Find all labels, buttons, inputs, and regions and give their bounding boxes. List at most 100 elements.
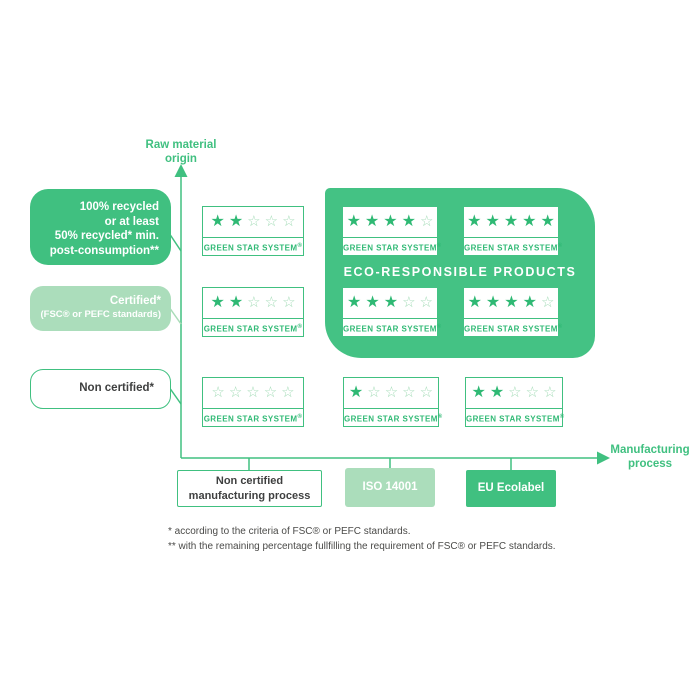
badge-label: GREEN STAR SYSTEM® <box>343 318 441 336</box>
star-empty-icon: ☆ <box>281 384 295 401</box>
star-filled-icon: ★ <box>383 294 399 311</box>
footnote-1: * according to the criteria of FSC® or P… <box>168 526 411 537</box>
star-filled-icon: ★ <box>522 213 537 230</box>
col-label-text: ISO 14001 <box>362 481 418 493</box>
row2-connector-line <box>168 306 182 325</box>
star-filled-icon: ★ <box>467 294 482 311</box>
star-rating: ★★☆☆☆ <box>203 288 303 318</box>
y-axis-label-line1: Raw material <box>145 139 217 151</box>
star-empty-icon: ☆ <box>282 294 296 311</box>
star-rating: ★☆☆☆☆ <box>344 378 438 408</box>
row-label-non-certified-text: Non certified* <box>79 382 154 394</box>
star-filled-icon: ★ <box>485 294 501 311</box>
star-filled-icon: ★ <box>347 294 362 311</box>
star-filled-icon: ★ <box>489 384 505 401</box>
star-filled-icon: ★ <box>346 213 361 230</box>
row-label-recycled-line2: or at least <box>104 215 159 228</box>
badge-r1c1: ★★☆☆☆ GREEN STAR SYSTEM® <box>202 206 304 256</box>
col-label-non-certified-mfg: Non certified manufacturing process <box>177 470 322 507</box>
badge-label: GREEN STAR SYSTEM® <box>344 408 442 426</box>
star-filled-icon: ★ <box>504 294 519 311</box>
badge-r1c2: ★★★★☆ GREEN STAR SYSTEM® <box>343 207 441 255</box>
y-axis-label: Raw material origin <box>111 138 251 166</box>
star-filled-icon: ★ <box>228 213 244 230</box>
star-empty-icon: ☆ <box>419 294 433 311</box>
footnotes: * according to the criteria of FSC® or P… <box>168 525 556 554</box>
star-empty-icon: ☆ <box>402 384 416 401</box>
col-label-text: EU Ecolabel <box>477 482 545 494</box>
col-label-eu-ecolabel: EU Ecolabel <box>466 470 556 507</box>
x-axis-arrow-icon <box>597 451 610 465</box>
eco-responsible-panel-title: ECO-RESPONSIBLE PRODUCTS <box>343 265 577 279</box>
star-empty-icon: ☆ <box>247 294 261 311</box>
badge-label: GREEN STAR SYSTEM® <box>343 237 441 255</box>
badge-label: GREEN STAR SYSTEM® <box>466 408 564 426</box>
star-empty-icon: ☆ <box>282 213 296 230</box>
x-axis-label: Manufacturing process <box>605 443 695 471</box>
badge-r3c3: ★★☆☆☆ GREEN STAR SYSTEM® <box>465 377 564 427</box>
star-empty-icon: ☆ <box>263 384 278 401</box>
badge-label: GREEN STAR SYSTEM® <box>464 237 562 255</box>
star-rating: ★★★☆☆ <box>343 288 437 318</box>
row-label-recycled-line3: 50% recycled* min. <box>54 230 159 242</box>
row-label-non-certified: Non certified* <box>30 369 171 409</box>
badge-r3c1: ☆☆☆☆☆ GREEN STAR SYSTEM® <box>202 377 304 427</box>
star-filled-icon: ★ <box>401 213 416 230</box>
star-empty-icon: ☆ <box>367 384 381 401</box>
badge-r2c2: ★★★☆☆ GREEN STAR SYSTEM® <box>343 288 441 336</box>
col-label-line1: Non certified <box>215 475 284 487</box>
badge-label: GREEN STAR SYSTEM® <box>203 318 303 336</box>
star-filled-icon: ★ <box>485 213 500 230</box>
star-empty-icon: ☆ <box>419 384 434 401</box>
star-filled-icon: ★ <box>471 384 486 401</box>
star-rating: ★★☆☆☆ <box>203 207 303 237</box>
star-empty-icon: ☆ <box>543 384 557 401</box>
row-label-certified-line2: (FSC® or PEFC standards) <box>40 309 162 320</box>
row3-connector-line <box>168 386 182 405</box>
star-empty-icon: ☆ <box>228 384 243 401</box>
badge-label: GREEN STAR SYSTEM® <box>203 237 303 255</box>
star-filled-icon: ★ <box>522 294 537 311</box>
x-axis-label-line2: process <box>627 458 673 470</box>
x-axis-label-line1: Manufacturing <box>610 444 690 456</box>
star-empty-icon: ☆ <box>540 294 555 311</box>
badge-r2c1: ★★☆☆☆ GREEN STAR SYSTEM® <box>202 287 304 337</box>
star-filled-icon: ★ <box>210 213 225 230</box>
star-rating: ★★☆☆☆ <box>466 378 562 408</box>
star-empty-icon: ☆ <box>419 213 434 230</box>
star-filled-icon: ★ <box>210 294 225 311</box>
star-filled-icon: ★ <box>364 213 380 230</box>
badge-label: GREEN STAR SYSTEM® <box>464 318 562 336</box>
star-empty-icon: ☆ <box>384 384 399 401</box>
star-empty-icon: ☆ <box>247 213 261 230</box>
row-label-recycled-line1: 100% recycled <box>79 201 159 213</box>
star-rating: ★★★★☆ <box>343 207 437 237</box>
star-filled-icon: ★ <box>503 213 519 230</box>
badge-r2c3: ★★★★☆ GREEN STAR SYSTEM® <box>464 288 562 336</box>
col-label-line2: manufacturing process <box>188 490 311 502</box>
star-rating: ☆☆☆☆☆ <box>203 378 303 408</box>
star-empty-icon: ☆ <box>246 384 260 401</box>
row1-connector-line <box>168 232 182 252</box>
star-filled-icon: ★ <box>365 294 380 311</box>
row-label-recycled-line4: post-consumption** <box>49 244 159 257</box>
star-filled-icon: ★ <box>228 294 244 311</box>
star-empty-icon: ☆ <box>211 384 225 401</box>
badge-label: GREEN STAR SYSTEM® <box>203 408 303 426</box>
star-filled-icon: ★ <box>467 213 482 230</box>
star-rating: ★★★★★ <box>464 207 558 237</box>
badge-r3c2: ★☆☆☆☆ GREEN STAR SYSTEM® <box>343 377 442 427</box>
star-empty-icon: ☆ <box>264 294 279 311</box>
footnote-2: ** with the remaining percentage fullfil… <box>168 540 556 552</box>
star-filled-icon: ★ <box>383 213 398 230</box>
y-axis-arrow-icon <box>174 164 188 177</box>
star-filled-icon: ★ <box>540 213 555 230</box>
star-filled-icon: ★ <box>348 384 364 401</box>
row-label-recycled: 100% recycled or at least 50% recycled* … <box>30 189 171 265</box>
star-empty-icon: ☆ <box>264 213 279 230</box>
row-label-certified-line1: Certified* <box>109 295 161 307</box>
badge-r1c3: ★★★★★ GREEN STAR SYSTEM® <box>464 207 562 255</box>
star-empty-icon: ☆ <box>402 294 416 311</box>
col-label-iso-14001: ISO 14001 <box>345 468 435 507</box>
